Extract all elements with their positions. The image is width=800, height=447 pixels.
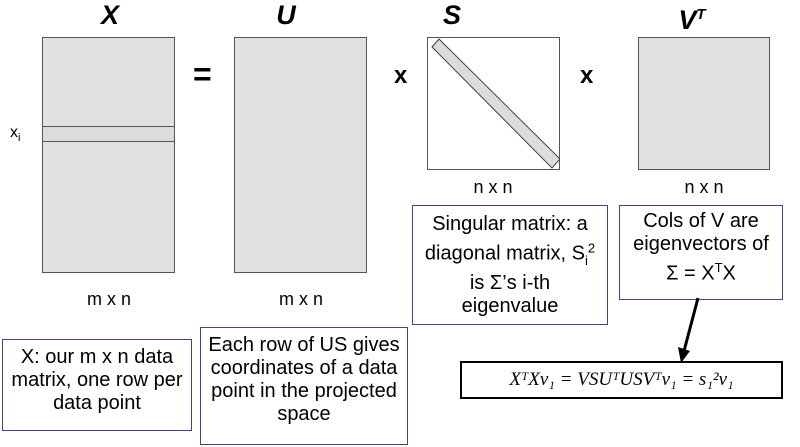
header-v-superscript: T [696, 6, 706, 23]
dim-label-s: n x n [473, 177, 513, 197]
xi-label-base: x [10, 124, 18, 141]
dim-label-vt: n x n [684, 177, 724, 197]
equals-operator: = [193, 56, 212, 92]
dim-label-x: m x n [86, 289, 131, 309]
equation-box: XᵀXv₁ = VSUᵀUSVᵀv₁ = s₁²v₁ [460, 361, 783, 399]
v-description-box: Cols of V are eigenvectors of Σ = XTX [619, 205, 783, 300]
header-u: U [276, 0, 296, 30]
s-desc-text-2: is Σ’s i-th eigenvalue [461, 271, 559, 317]
s-desc-text-1: Singular matrix: a diagonal matrix, S [424, 213, 588, 265]
s-desc-subscript: i [584, 252, 588, 268]
v-desc-text-1: Cols of V are eigenvectors of [633, 210, 769, 255]
dim-label-u: m x n [278, 289, 323, 309]
x-description-box: X: our m x n data matrix, one row per da… [2, 339, 192, 431]
matrix-vt [638, 37, 770, 170]
v-desc-text-3: X [722, 262, 736, 285]
times-operator-2: x [580, 62, 594, 89]
matrix-s-diagonal [431, 38, 560, 169]
xi-label: xi [10, 124, 20, 144]
matrix-x [42, 37, 175, 273]
us-description-box: Each row of US gives coordinates of a da… [200, 327, 408, 445]
times-operator-1: x [394, 62, 408, 89]
s-desc-script: i2 [584, 240, 596, 268]
matrix-s [427, 37, 560, 170]
matrix-x-row-xi [42, 126, 175, 142]
header-s: S [442, 0, 461, 30]
header-x: X [100, 0, 119, 30]
s-description-box: Singular matrix: a diagonal matrix, Si2 … [412, 205, 608, 325]
header-v-letter: V [678, 5, 697, 35]
header-vt: VT [662, 0, 722, 35]
xi-label-subscript: i [18, 132, 21, 145]
s-desc-superscript: 2 [587, 240, 596, 255]
v-desc-superscript: T [714, 260, 723, 275]
v-desc-text-2: Σ = X [666, 262, 715, 285]
arrow-to-equation [678, 297, 700, 363]
matrix-u [234, 37, 367, 273]
